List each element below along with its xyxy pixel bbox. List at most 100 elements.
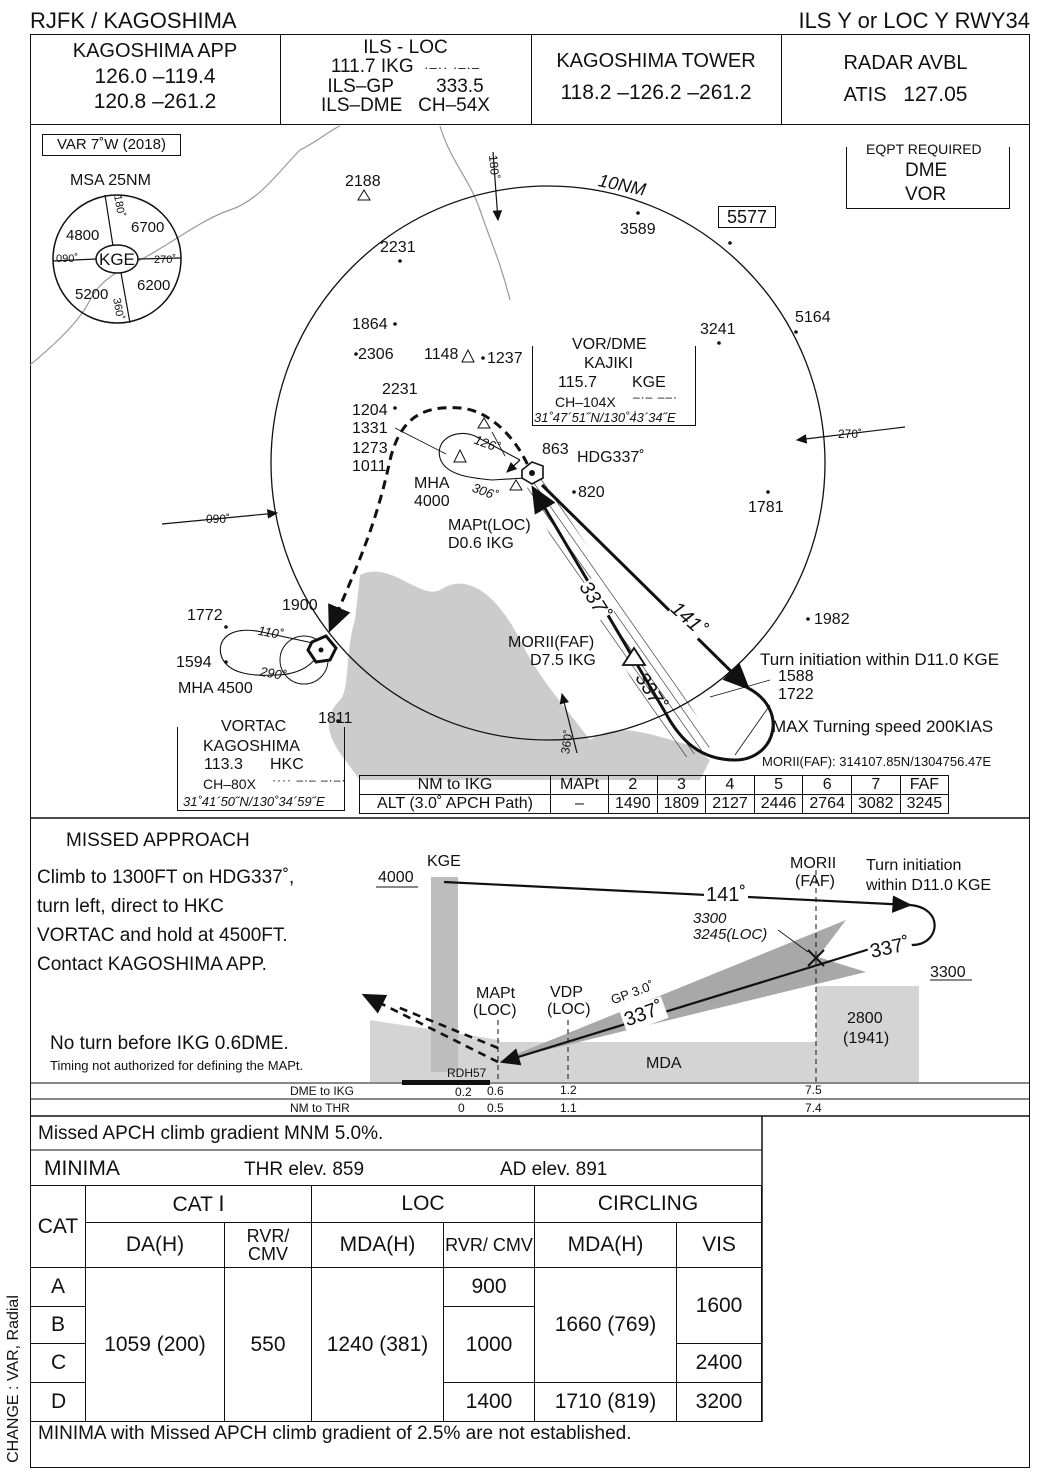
ad-elevation: AD elev. 891 xyxy=(500,1159,608,1180)
table-cell: 2 xyxy=(608,775,658,795)
glide-path-wedge xyxy=(497,920,866,1062)
missed-line-4: Contact KAGOSHIMA APP. xyxy=(37,954,267,975)
ils-gp: ILS–GP 333.5 xyxy=(327,76,484,97)
minima-note: MINIMA with Missed APCH climb gradient o… xyxy=(38,1423,632,1444)
table-cell: FAF xyxy=(899,775,950,795)
tower-name: KAGOSHIMA TOWER xyxy=(556,50,756,72)
msa-brg-090: 090˚ xyxy=(56,253,79,265)
vor-coord: 31˚47´51˝N/130˚43´34˝E xyxy=(534,410,676,425)
profile-kge-column xyxy=(431,877,458,1072)
profile-alt-3300-b: 3300 xyxy=(930,964,966,981)
missed-approach-track xyxy=(328,406,535,633)
msa-sector-5200: 5200 xyxy=(75,286,109,303)
dme-value: 7.5 xyxy=(805,1083,822,1097)
mha-kge: MHA xyxy=(414,475,450,492)
vor-name: KAJIKI xyxy=(584,355,633,372)
atis: ATIS 127.05 xyxy=(843,83,968,106)
river-line xyxy=(29,125,341,366)
table-cell: 1240 (381) xyxy=(311,1267,444,1422)
profile-outbound-141 xyxy=(443,880,913,913)
table-cell: RVR/ CMV xyxy=(443,1222,535,1268)
table-cell: 2764 xyxy=(802,794,852,814)
hkc-vortac-box xyxy=(177,727,345,811)
thr-elevation: THR elev. 859 xyxy=(244,1159,365,1180)
table-cell: VIS xyxy=(676,1222,762,1268)
table-cell: CAT Ⅰ xyxy=(85,1185,312,1223)
faf-coordinates: MORII(FAF): 314107.85N/1304756.47E xyxy=(762,754,992,769)
mha-hkc: MHA 4500 xyxy=(178,680,253,697)
profile-rdh: RDH57 xyxy=(447,1066,487,1080)
dme-value: 0.6 xyxy=(487,1084,504,1098)
minima-title: MINIMA xyxy=(44,1157,120,1180)
vortac-name: KAGOSHIMA xyxy=(203,738,300,755)
ils-freq-box: ILS - LOC 111.7 IKG ·–·· ·–·– ILS–GP 333… xyxy=(280,34,531,128)
spot-elev: 5164 xyxy=(795,309,831,326)
table-cell: 3245 xyxy=(899,794,950,814)
table-row: D 1400 1710 (819) 3200 xyxy=(30,1382,762,1422)
minima-table: CAT CAT Ⅰ LOC CIRCLING DA(H) RVR/ CMV MD… xyxy=(30,1185,762,1422)
header-sep-2 xyxy=(531,34,532,124)
missed-heading: HDG337˚ xyxy=(577,449,645,466)
profile-alt-3300: 3300 xyxy=(693,910,727,927)
variation-box: VAR 7˚W (2018) xyxy=(42,134,181,156)
kge-holding-pattern xyxy=(438,432,526,481)
spot-elev: 2306 xyxy=(358,346,394,363)
profile-turn-2: within D11.0 KGE xyxy=(866,877,992,894)
dme-to-ikg-label: DME to IKG xyxy=(290,1084,355,1098)
header-sep-3 xyxy=(781,34,782,124)
highest-elev-box: 5577 xyxy=(718,206,776,228)
bearing-270: 270˚ xyxy=(838,427,863,441)
vor-freq: 115.7 xyxy=(558,374,597,391)
radar-available: RADAR AVBL xyxy=(843,52,968,74)
tower-freq-box: KAGOSHIMA TOWER 118.2 –126.2 –261.2 xyxy=(531,34,781,140)
table-cell: 2127 xyxy=(705,794,755,814)
river-line-2 xyxy=(439,125,511,301)
nm-value: 0 xyxy=(458,1101,465,1115)
table-cell: RVR/ CMV xyxy=(224,1222,312,1268)
table-cell: 1710 (819) xyxy=(534,1382,677,1422)
faf-dme: D7.5 IKG xyxy=(530,652,596,669)
profile-obstacle-alt: 2800 xyxy=(847,1010,883,1027)
spot-elev: 1900 xyxy=(282,597,318,614)
vor-title: VOR/DME xyxy=(569,336,650,354)
approach-freq-box: KAGOSHIMA APP 126.0 –119.4 120.8 –261.2 xyxy=(30,34,280,130)
table-cell: CIRCLING xyxy=(534,1185,762,1223)
spot-elev: 2188 xyxy=(345,173,381,190)
profile-alt-4000: 4000 xyxy=(378,869,414,886)
table-cell: 1660 (769) xyxy=(534,1267,677,1383)
table-cell: 900 xyxy=(443,1267,535,1307)
table-cell: 1400 xyxy=(443,1382,535,1422)
vortac-morse: ···· –·– –·–· xyxy=(272,773,347,787)
table-cell: 1490 xyxy=(608,794,658,814)
spot-elev: 2231 xyxy=(382,381,418,398)
profile-kge: KGE xyxy=(427,853,461,870)
spot-elev: 2231 xyxy=(380,239,416,256)
table-cell: 5 xyxy=(753,775,804,795)
table-cell: LOC xyxy=(311,1185,535,1223)
radar-atis-box: RADAR AVBL ATIS 127.05 xyxy=(781,34,1030,142)
spot-elev: 1237 xyxy=(487,350,523,367)
eqpt-title: EQPT REQUIRED xyxy=(862,141,986,157)
change-note: CHANGE : VAR, Radial xyxy=(4,1295,22,1463)
missed-approach-title: MISSED APPROACH xyxy=(66,830,250,851)
procedure-title: ILS Y or LOC Y RWY34 xyxy=(798,8,1030,33)
table-row: A 1059 (200) 550 1240 (381) 900 1660 (76… xyxy=(30,1267,762,1422)
table-row: NM to IKG MAPt 2 3 4 5 6 7 FAF xyxy=(359,775,950,795)
profile-mapt: MAPt xyxy=(476,985,516,1002)
vor-channel: CH–104X xyxy=(555,394,616,410)
table-cell: CAT xyxy=(30,1185,86,1268)
chart-frame xyxy=(30,34,1030,1468)
table-cell: C xyxy=(30,1343,86,1383)
dme-value: 1.2 xyxy=(560,1083,577,1097)
vortac-coord: 31˚41´50˝N/130˚34´59˝E xyxy=(183,794,325,809)
mapt-dme: D0.6 IKG xyxy=(448,535,514,552)
spot-elev: 3589 xyxy=(620,221,656,238)
ils-dme: ILS–DME CH–54X xyxy=(321,95,490,116)
final-approach-hatch xyxy=(525,475,715,760)
ils-title: ILS - LOC xyxy=(363,37,448,58)
table-cell: – xyxy=(550,794,609,814)
table-cell: MAPt xyxy=(550,775,609,795)
max-speed-note: MAX Turning speed 200KIAS xyxy=(772,717,994,736)
nm-value: 1.1 xyxy=(560,1101,577,1115)
msa-brg-270: 270˚ xyxy=(154,254,177,266)
